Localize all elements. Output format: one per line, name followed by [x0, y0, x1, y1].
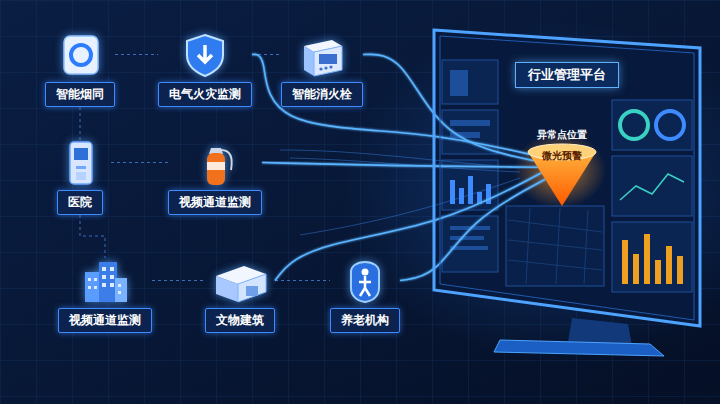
smoke-detector-node: 智能烟同: [45, 32, 115, 107]
node-label: 智能烟同: [45, 82, 115, 107]
alarm-glow: [514, 132, 606, 208]
dashed-link: [80, 107, 81, 140]
node-icon: [75, 258, 135, 304]
hydrant-node: 智能消火栓: [281, 32, 363, 107]
data-link: [252, 54, 530, 154]
dashed-link: [80, 215, 105, 258]
dashed-link: [115, 54, 158, 55]
alarm-label: 微光预警: [524, 150, 600, 162]
data-link: [275, 173, 541, 281]
node-icon: [175, 32, 235, 78]
node-icon: [185, 140, 245, 186]
light-streaks: [280, 150, 520, 235]
monitor-base: [494, 340, 664, 356]
heritage-building-node: 文物建筑: [205, 258, 275, 333]
hospital-node: 医院: [49, 140, 111, 215]
elderly-care-node: 养老机构: [330, 258, 400, 333]
map-lines: [508, 208, 602, 284]
dashboard: [442, 60, 692, 292]
anomaly-location-label: 异常点位置: [524, 128, 600, 142]
data-link: [400, 179, 545, 280]
node-icon: [292, 32, 352, 78]
electrical-fire-node: 电气火灾监测: [158, 32, 252, 107]
node-label: 智能消火栓: [281, 82, 363, 107]
platform-title: 行业管理平台: [515, 62, 619, 88]
video-channel-node: 视频通道监测: [168, 140, 262, 215]
node-label: 医院: [57, 190, 103, 215]
alarm-funnel: 异常点位置微光预警: [524, 128, 600, 208]
node-label: 文物建筑: [205, 308, 275, 333]
node-icon: [210, 258, 270, 304]
node-label: 电气火灾监测: [158, 82, 252, 107]
node-icon: [335, 258, 395, 304]
node-icon: [50, 140, 110, 186]
data-link: [262, 163, 538, 168]
bar-charts: [450, 70, 684, 284]
platform-monitor: 行业管理平台异常点位置微光预警: [432, 28, 702, 328]
dashed-link: [111, 162, 168, 163]
node-label: 视频通道监测: [58, 308, 152, 333]
dashed-link: [152, 280, 205, 281]
node-label: 视频通道监测: [168, 190, 262, 215]
dashed-link: [275, 280, 330, 281]
node-label: 养老机构: [330, 308, 400, 333]
node-icon: [50, 32, 110, 78]
screen: [434, 30, 700, 326]
video-channel-node: 视频通道监测: [58, 258, 152, 333]
data-link: [363, 54, 534, 160]
